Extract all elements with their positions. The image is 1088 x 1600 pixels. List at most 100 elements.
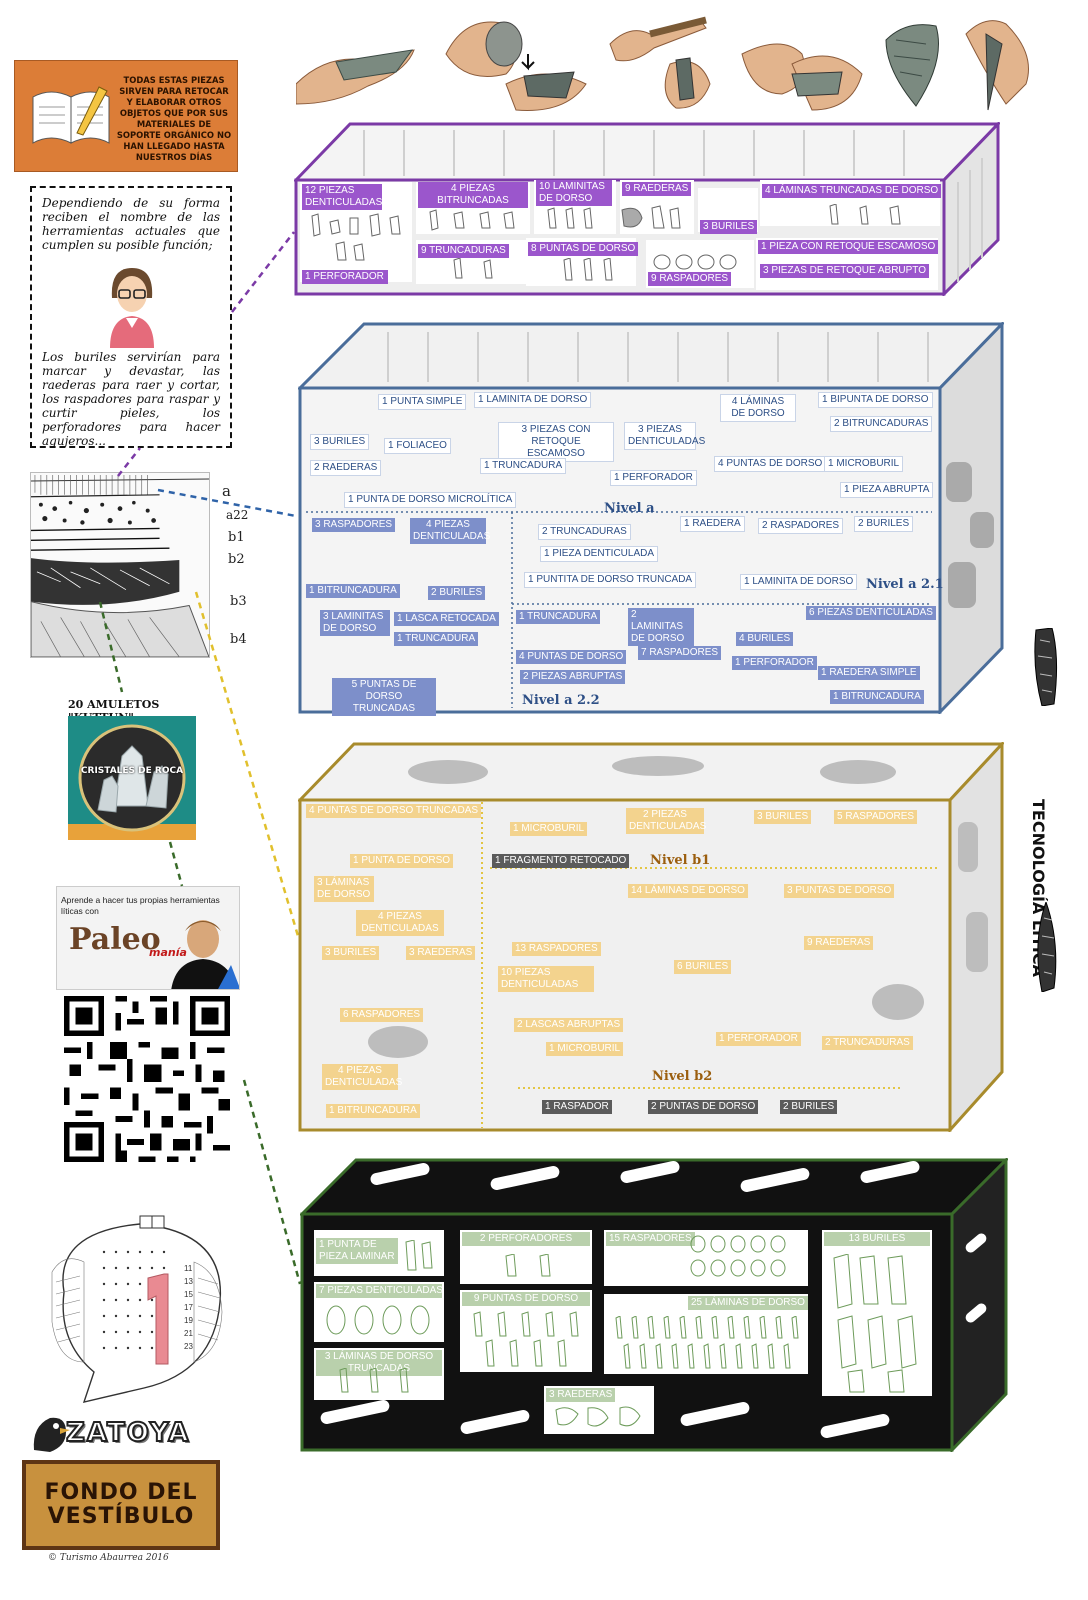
label: 2 TRUNCADURAS: [538, 524, 631, 540]
label: 3 RASPADORES: [312, 518, 396, 532]
label: 3 RAEDERAS: [546, 1388, 616, 1402]
label: 4 PUNTAS DE DORSO TRUNCADAS: [306, 804, 482, 818]
artifact-drawings: [405, 1240, 433, 1271]
green-level-block: 1 PUNTA DE PIEZA LAMINAR 2 PERFORADORES …: [300, 1158, 1008, 1452]
label: 25 LÁMINAS DE DORSO: [688, 1296, 808, 1310]
paleomania-caption: Aprende a hacer tus propias herramientas…: [61, 895, 220, 916]
presenter-photo-icon: [171, 920, 239, 989]
level-a-label: Nivel a: [604, 501, 655, 516]
label: 9 RASPADORES: [648, 272, 732, 286]
label: 1 MICROBURIL: [510, 822, 588, 836]
artifact-drawings: [311, 213, 401, 261]
artifact-drawings: [833, 1254, 917, 1393]
label: 9 TRUNCADURAS: [418, 244, 509, 258]
level-a21-label: Nivel a 2.1: [866, 577, 944, 592]
artifact-drawings: [690, 1235, 786, 1277]
artifact-drawings: [505, 1254, 551, 1277]
label: 3 RAEDERAS: [406, 946, 476, 960]
map-number: 17: [184, 1303, 193, 1312]
label: 15 RASPADORES: [606, 1232, 695, 1246]
explanation-paragraph-1: Dependiendo de su forma reciben el nombr…: [42, 196, 220, 252]
label: 3 LÁMINAS DE DORSO TRUNCADAS: [316, 1350, 442, 1376]
label: 2 PIEZAS ABRUPTAS: [520, 670, 626, 684]
purple-connector: [231, 231, 295, 313]
artifact-drawings: [547, 205, 681, 229]
label: 5 RASPADORES: [834, 810, 918, 824]
label: 2 PIEZAS DENTICULADAS: [626, 808, 706, 834]
label: 1 PIEZA CON RETOQUE ESCAMOSO: [758, 240, 939, 254]
label: 2 TRUNCADURAS: [822, 1036, 913, 1050]
hand-holding-point-icon: [965, 20, 1029, 111]
gold-level-block: Nivel b1 Nivel b2 4 PUNTAS DE DORSO TRUN…: [298, 742, 1004, 1132]
label: 1 MICROBURIL: [824, 456, 904, 472]
level-b2-label: Nivel b2: [652, 1069, 713, 1084]
label: 1 PUNTA DE DORSO MICROLÍTICA: [344, 492, 517, 508]
hand-knapping-icon: [445, 21, 587, 111]
label: 3 BURILES: [700, 220, 758, 234]
green-connector-3: [242, 1079, 302, 1285]
green-connector-2: [168, 841, 184, 887]
function-explanation: Dependiendo de su forma reciben el nombr…: [30, 186, 232, 448]
paleomania-banner[interactable]: Aprende a hacer tus propias herramientas…: [56, 886, 240, 990]
label: 13 RASPADORES: [512, 942, 601, 956]
label: 2 PUNTAS DE DORSO: [648, 1100, 759, 1114]
label: 1 BITRUNCADURA: [306, 584, 400, 598]
label: 3 PIEZAS DE RETOQUE ABRUPTO: [760, 264, 930, 278]
label: 2 BURILES: [780, 1100, 838, 1114]
open-book-icon: [32, 86, 110, 144]
label: 3 LÁMINAS DE DORSO: [314, 876, 374, 902]
label: 6 PIEZAS DENTICULADAS: [806, 606, 936, 620]
label: 1 FOLIACEO: [384, 438, 451, 454]
amulets-caption: CRISTALES DE ROCA: [80, 766, 184, 776]
label: 1 LAMINITA DE DORSO: [740, 574, 858, 590]
artifact-drawings: [339, 1368, 409, 1393]
label: 10 PIEZAS DENTICULADAS: [498, 966, 594, 992]
cave-plan-map: [51, 1215, 223, 1403]
label: 14 LÁMINAS DE DORSO: [628, 884, 748, 898]
hand-with-antler-icon: [609, 16, 711, 109]
label: 1 PUNTA DE DORSO: [350, 854, 454, 868]
copyright-note: © Turismo Abaurrea 2016: [48, 1553, 169, 1563]
label: 4 PIEZAS BITRUNCADAS: [418, 182, 528, 208]
label: 1 PIEZA DENTICULADA: [540, 546, 659, 562]
label: 1 LAMINITA DE DORSO: [474, 392, 592, 408]
label: 1 RAEDERA SIMPLE: [818, 666, 920, 680]
artifact-drawings: [555, 1406, 641, 1427]
label: 4 LÁMINAS DE DORSO: [720, 394, 796, 422]
map-number: 13: [184, 1277, 193, 1286]
paleomania-logo-word2: manía: [149, 946, 187, 959]
label: 10 LAMINITAS DE DORSO: [536, 180, 612, 206]
lithic-blade-icon: [1034, 627, 1058, 707]
label: 9 RAEDERAS: [622, 182, 692, 196]
blade-icon-bottom: [1032, 900, 1060, 993]
label: 1 PUNTA SIMPLE: [378, 394, 467, 410]
label: 3 PIEZAS DENTICULADAS: [624, 422, 705, 450]
label: 1 BITRUNCADURA: [830, 690, 924, 704]
stratum-label-a: a: [222, 482, 231, 500]
label: 4 PIEZAS DENTICULADAS: [410, 518, 490, 544]
label: 1 TRUNCADURA: [480, 458, 567, 474]
stratum-label-b3: b3: [230, 594, 247, 609]
teacher-avatar-icon: [110, 268, 154, 348]
fondo-del-vestibulo-sign: FONDO DEL VESTÍBULO: [22, 1460, 220, 1550]
artifact-drawings: [429, 209, 515, 231]
qr-code[interactable]: [64, 996, 230, 1162]
label: 3 BURILES: [754, 810, 812, 824]
zatoya-logo: ZATOYA: [26, 1410, 216, 1458]
label: 4 BURILES: [736, 632, 794, 646]
artifact-drawings: [473, 1311, 579, 1367]
green-connector-1: [98, 601, 124, 693]
label: 3 LAMINITAS DE DORSO: [320, 610, 390, 636]
sign-line-2: VESTÍBULO: [47, 1504, 195, 1529]
artifact-drawings: [653, 254, 737, 270]
artifact-drawings: [829, 204, 901, 225]
label: 7 PIEZAS DENTICULADAS: [316, 1284, 443, 1298]
blue-connector: [157, 488, 297, 518]
label: 2 BURILES: [854, 516, 914, 532]
label: 1 TRUNCADURA: [516, 610, 601, 624]
gold-connector: [194, 591, 300, 937]
stratum-label-b4: b4: [230, 632, 247, 647]
label: 1 LASCA RETOCADA: [394, 612, 499, 626]
label: 3 BURILES: [322, 946, 380, 960]
map-number: 21: [184, 1329, 193, 1338]
